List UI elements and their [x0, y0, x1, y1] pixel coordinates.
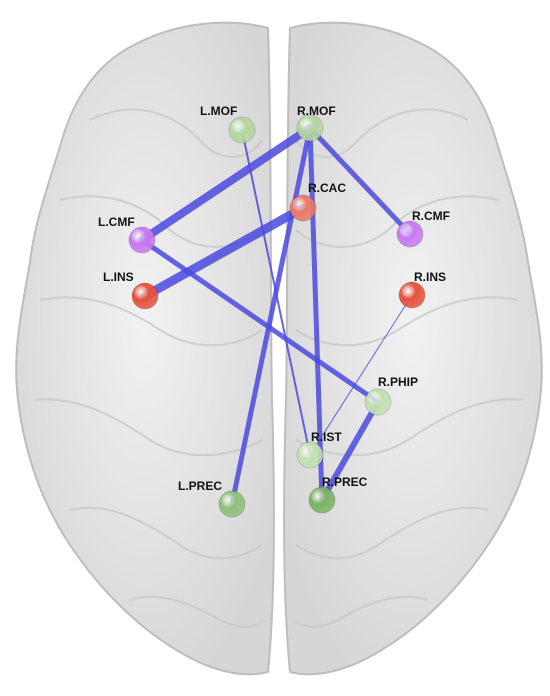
node-sphere: [398, 281, 426, 309]
node-lcmf: L.CMF: [98, 215, 156, 254]
node-sphere: [289, 194, 317, 222]
node-label: R.CAC: [308, 181, 346, 195]
edge-rmof-lprec: [229, 125, 313, 507]
edge-rmof-rprec: [307, 125, 325, 503]
edge-lins-rcac: [140, 203, 308, 301]
node-label: R.PREC: [322, 475, 368, 489]
node-sphere: [296, 441, 324, 469]
region-nodes: L.MOF R.MOF R.CAC L.CMF R.CMF L.INS R.INS R.PHI…: [98, 104, 450, 518]
edge-lcmf-rmof: [138, 124, 314, 244]
node-label: R.MOF: [297, 104, 336, 118]
node-label: L.MOF: [200, 104, 237, 118]
node-label: L.PREC: [178, 479, 222, 493]
node-label: L.CMF: [98, 215, 135, 229]
node-rphip: R.PHIP: [364, 375, 418, 416]
right-hemisphere: [283, 21, 543, 676]
node-sphere: [396, 220, 424, 248]
node-rcmf: R.CMF: [396, 209, 450, 248]
node-label: R.INS: [414, 270, 446, 284]
node-lmof: L.MOF: [200, 104, 256, 144]
connection-edges: [138, 124, 413, 507]
edge-lmof-rist: [241, 129, 311, 456]
node-label: R.PHIP: [378, 375, 418, 389]
node-rmof: R.MOF: [296, 104, 336, 142]
edge-lcmf-rphip: [139, 237, 381, 405]
node-sphere: [128, 226, 156, 254]
brain-surface: [15, 21, 543, 676]
node-rprec: R.PREC: [308, 475, 368, 514]
node-label: L.INS: [103, 270, 134, 284]
node-rins: R.INS: [398, 270, 446, 309]
node-sphere: [364, 388, 392, 416]
node-sphere: [228, 116, 256, 144]
node-rcac: R.CAC: [289, 181, 346, 222]
node-label: R.CMF: [412, 209, 450, 223]
edge-rphip-rprec: [319, 399, 381, 503]
edge-rins-rist: [309, 294, 413, 456]
node-sphere: [296, 114, 324, 142]
node-label: R.IST: [311, 430, 342, 444]
edge-rmof-rcmf: [307, 125, 413, 237]
node-lprec: L.PREC: [178, 479, 246, 518]
left-hemisphere: [15, 21, 275, 676]
node-rist: R.IST: [296, 430, 342, 469]
node-sphere: [218, 490, 246, 518]
node-lins: L.INS: [103, 270, 159, 310]
node-sphere: [131, 282, 159, 310]
node-sphere: [308, 486, 336, 514]
